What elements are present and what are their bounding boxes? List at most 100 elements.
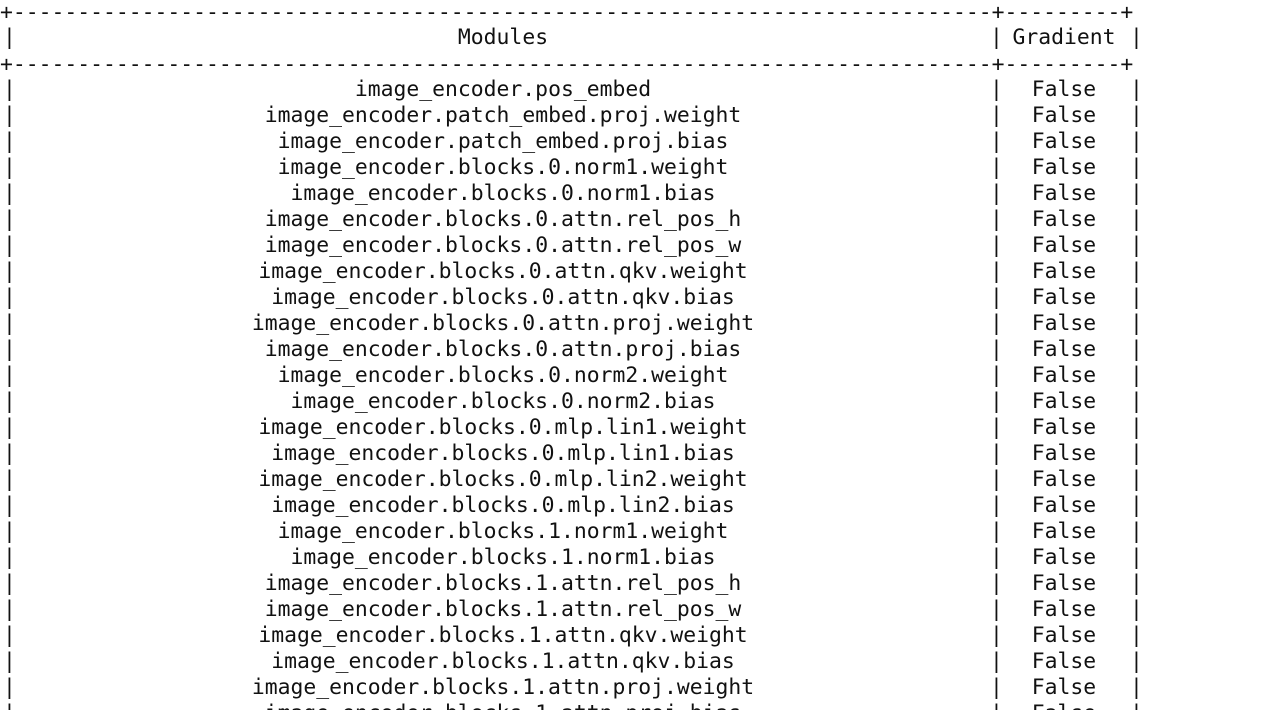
column-separator: | bbox=[1130, 701, 1143, 710]
column-separator: | bbox=[990, 233, 1003, 258]
module-name-cell: image_encoder.blocks.0.attn.rel_pos_w bbox=[264, 233, 742, 258]
gradient-value-cell: False bbox=[1031, 233, 1097, 258]
gradient-value-cell: False bbox=[1031, 337, 1097, 362]
gradient-value-cell: False bbox=[1031, 571, 1097, 596]
column-separator: | bbox=[990, 155, 1003, 180]
module-name-cell: image_encoder.blocks.1.attn.proj.weight bbox=[251, 675, 755, 700]
column-separator: | bbox=[990, 285, 1003, 310]
column-separator: | bbox=[990, 363, 1003, 388]
column-separator: | bbox=[1130, 311, 1143, 336]
column-header-gradient: Gradient bbox=[1012, 25, 1116, 50]
gradient-value-cell: False bbox=[1031, 519, 1097, 544]
gradient-value-cell: False bbox=[1031, 649, 1097, 674]
column-separator: | bbox=[990, 467, 1003, 492]
table-row: |image_encoder.blocks.0.norm2.weight|Fal… bbox=[0, 363, 1264, 389]
table-row: | image_encoder.blocks.0.mlp.lin1.weight |… bbox=[0, 415, 1264, 441]
module-name-cell: image_encoder.blocks.0.norm1.weight bbox=[277, 155, 729, 180]
module-name-cell: image_encoder.blocks.0.attn.qkv.bias bbox=[271, 285, 735, 310]
column-separator: | bbox=[3, 77, 16, 102]
column-separator: | bbox=[3, 181, 16, 206]
column-separator: | bbox=[3, 103, 16, 128]
column-separator: | bbox=[3, 597, 16, 622]
column-separator: | bbox=[990, 623, 1003, 648]
column-separator: | bbox=[3, 285, 16, 310]
column-separator: | bbox=[3, 233, 16, 258]
column-separator: | bbox=[3, 415, 16, 440]
column-separator: | bbox=[1130, 155, 1143, 180]
column-separator: | bbox=[3, 155, 16, 180]
gradient-value-cell: False bbox=[1031, 285, 1097, 310]
column-separator: | bbox=[1130, 545, 1143, 570]
module-name-cell: image_encoder.blocks.0.attn.qkv.weight bbox=[258, 259, 748, 284]
table-row: |image_encoder.blocks.0.norm1.bias|False… bbox=[0, 181, 1264, 207]
column-separator: | bbox=[990, 545, 1003, 570]
column-separator: | bbox=[3, 675, 16, 700]
gradient-value-cell: False bbox=[1031, 597, 1097, 622]
column-separator: | bbox=[3, 311, 16, 336]
gradient-value-cell: False bbox=[1031, 415, 1097, 440]
table-row: |image_encoder.blocks.1.attn.qkv.bias|Fa… bbox=[0, 649, 1264, 675]
gradient-value-cell: False bbox=[1031, 259, 1097, 284]
module-name-cell: image_encoder.blocks.0.norm1.bias bbox=[290, 181, 716, 206]
column-separator: | bbox=[1130, 25, 1143, 50]
column-separator: | bbox=[3, 363, 16, 388]
column-separator: | bbox=[1130, 77, 1143, 102]
table-row: |image_encoder.patch_embed.proj.weight|F… bbox=[0, 103, 1264, 129]
module-name-cell: image_encoder.blocks.0.mlp.lin1.bias bbox=[271, 441, 735, 466]
column-separator: | bbox=[3, 129, 16, 154]
table-row: |image_encoder.patch_embed.proj.bias|Fal… bbox=[0, 129, 1264, 155]
module-name-cell: image_encoder.blocks.0.norm2.weight bbox=[277, 363, 729, 388]
module-name-cell: image_encoder.blocks.0.attn.proj.bias bbox=[264, 337, 742, 362]
column-separator: | bbox=[3, 493, 16, 518]
column-separator: | bbox=[1130, 597, 1143, 622]
column-separator: | bbox=[990, 207, 1003, 232]
table-row: | image_encoder.blocks.1.attn.proj.weight… bbox=[0, 675, 1264, 701]
table-row: | image_encoder.blocks.0.attn.qkv.weight |… bbox=[0, 259, 1264, 285]
column-separator: | bbox=[3, 25, 16, 50]
column-separator: | bbox=[3, 545, 16, 570]
column-separator: | bbox=[1130, 623, 1143, 648]
table-header-row: | Modules | Gradient | bbox=[0, 25, 1264, 51]
gradient-value-cell: False bbox=[1031, 77, 1097, 102]
table-row: |image_encoder.blocks.1.attn.qkv.weight|… bbox=[0, 623, 1264, 649]
table-row: |image_encoder.blocks.1.attn.proj.bias|F… bbox=[0, 701, 1264, 710]
module-name-cell: image_encoder.blocks.1.norm1.weight bbox=[277, 519, 729, 544]
column-separator: | bbox=[990, 181, 1003, 206]
table-row: | image_encoder.blocks.1.attn.rel_pos_w | F… bbox=[0, 597, 1264, 623]
column-separator: | bbox=[1130, 129, 1143, 154]
gradient-value-cell: False bbox=[1031, 467, 1097, 492]
column-separator: | bbox=[1130, 493, 1143, 518]
column-separator: | bbox=[990, 389, 1003, 414]
module-name-cell: image_encoder.blocks.1.attn.rel_pos_w bbox=[264, 597, 742, 622]
column-separator: | bbox=[3, 467, 16, 492]
column-separator: | bbox=[3, 337, 16, 362]
gradient-value-cell: False bbox=[1031, 545, 1097, 570]
column-separator: | bbox=[990, 597, 1003, 622]
column-separator: | bbox=[990, 649, 1003, 674]
column-separator: | bbox=[3, 623, 16, 648]
table-row: |image_encoder.blocks.1.norm1.bias|False… bbox=[0, 545, 1264, 571]
module-name-cell: image_encoder.patch_embed.proj.bias bbox=[277, 129, 729, 154]
column-separator: | bbox=[1130, 363, 1143, 388]
table-row: |image_encoder.blocks.0.norm1.weight|Fal… bbox=[0, 155, 1264, 181]
column-separator: | bbox=[3, 389, 16, 414]
column-separator: | bbox=[1130, 233, 1143, 258]
column-separator: | bbox=[1130, 259, 1143, 284]
column-separator: | bbox=[990, 519, 1003, 544]
table-row: |image_encoder.blocks.0.mlp.lin1.bias|Fa… bbox=[0, 441, 1264, 467]
module-name-cell: image_encoder.blocks.0.attn.proj.weight bbox=[251, 311, 755, 336]
module-name-cell: image_encoder.patch_embed.proj.weight bbox=[264, 103, 742, 128]
column-separator: | bbox=[1130, 103, 1143, 128]
table-row: |image_encoder.pos_embed|False| bbox=[0, 77, 1264, 103]
module-name-cell: image_encoder.blocks.0.mlp.lin1.weight bbox=[258, 415, 748, 440]
module-name-cell: image_encoder.blocks.0.mlp.lin2.bias bbox=[271, 493, 735, 518]
table-row: | image_encoder.blocks.0.attn.rel_pos_w | F… bbox=[0, 233, 1264, 259]
column-separator: | bbox=[1130, 415, 1143, 440]
column-separator: | bbox=[3, 649, 16, 674]
column-separator: | bbox=[990, 129, 1003, 154]
column-separator: | bbox=[3, 441, 16, 466]
column-separator: | bbox=[3, 259, 16, 284]
table-row: |image_encoder.blocks.0.attn.rel_pos_h|F… bbox=[0, 207, 1264, 233]
module-name-cell: image_encoder.blocks.1.attn.proj.bias bbox=[10, 701, 996, 710]
